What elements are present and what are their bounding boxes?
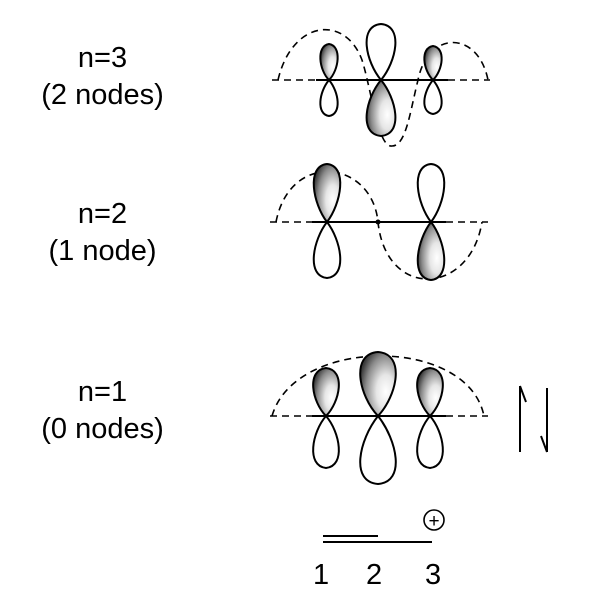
charge-symbol: + [428,511,439,532]
n1-atom2-upper-lobe [359,350,397,418]
n3-atom1-upper-lobe [319,42,339,82]
n2-atom3-upper-lobe [416,162,446,224]
n2-nodes-label: (1 node) [48,235,157,267]
allyl-cation-skeleton: + [323,509,445,543]
n1-atom1-lower-lobe [312,414,340,470]
n3-atom3-upper-lobe [423,44,443,82]
n3-atom1-lower-lobe [319,78,339,118]
level-label-n3: n=3 (2 nodes) [0,40,205,114]
n3-wave [277,28,489,147]
n2-wave [275,170,483,280]
n1-atom2-lower-lobe [359,414,397,486]
n1-label: n=1 [77,376,128,408]
n2-atom1-upper-lobe [312,162,342,224]
level-label-n2: n=2 (1 node) [0,196,205,270]
level-label-n1: n=1 (0 nodes) [0,374,205,448]
charge-circle [423,509,445,531]
n1-nodes-label: (0 nodes) [41,413,164,445]
mo-n3 [272,22,490,147]
n3-atom2-upper-lobe [365,22,397,82]
n2-label: n=2 [77,198,128,230]
n1-atom1-upper-lobe [312,366,340,418]
mo-n1 [270,350,488,486]
electron-pair-arrows [519,385,548,453]
spin-up-arrowhead [519,385,527,403]
n3-atom2-lower-lobe [365,78,397,138]
spin-down-arrowhead [540,435,548,453]
n1-atom3-lower-lobe [416,414,444,470]
n1-atom3-upper-lobe [416,366,444,418]
atom-number-2: 2 [366,559,383,591]
n2-atom3-lower-lobe [416,220,446,282]
mo-n2 [270,162,488,282]
n2-central-node [375,219,381,225]
n3-atom3-lower-lobe [423,78,443,116]
atom-number-3: 3 [425,559,442,591]
n2-atom1-lower-lobe [312,220,342,280]
n3-label: n=3 [77,42,128,74]
atom-number-1: 1 [313,559,330,591]
n3-nodes-label: (2 nodes) [41,79,164,111]
